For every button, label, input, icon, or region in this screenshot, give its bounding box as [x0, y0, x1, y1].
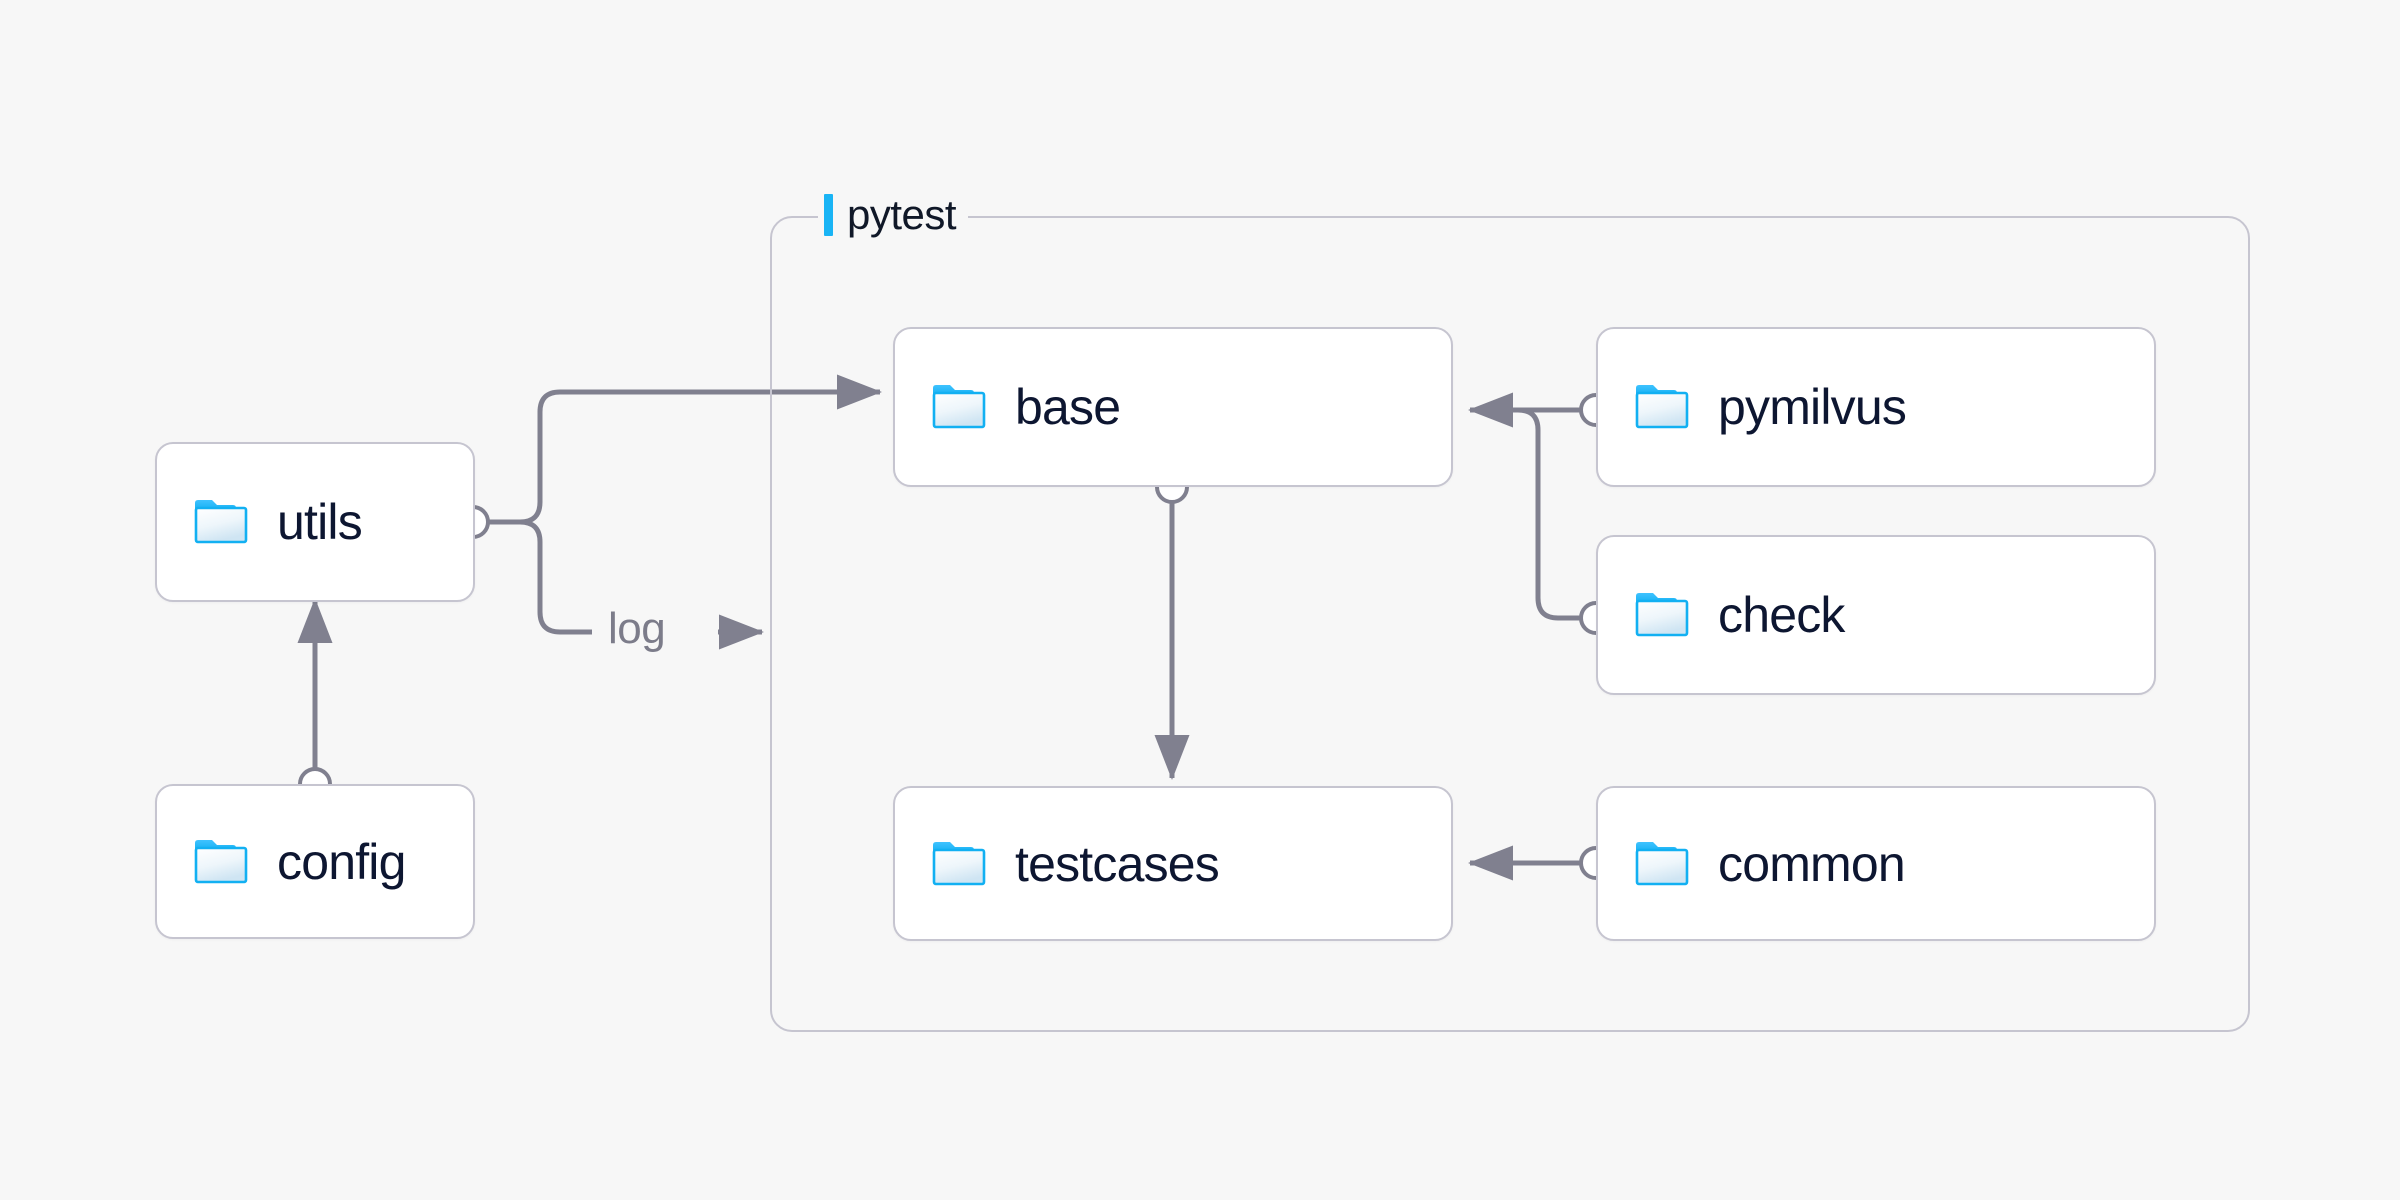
- edge-label-log: log: [600, 604, 674, 654]
- node-utils-label: utils: [277, 494, 363, 550]
- folder-icon: [932, 841, 986, 885]
- node-config-content: config: [157, 837, 406, 887]
- node-base-content: base: [895, 379, 1121, 435]
- node-common[interactable]: common: [1596, 786, 2156, 941]
- node-check-content: check: [1598, 590, 1845, 640]
- group-pytest[interactable]: [770, 216, 2250, 1032]
- node-testcases-content: testcases: [895, 835, 1220, 892]
- node-base-label: base: [1015, 379, 1121, 435]
- node-check[interactable]: check: [1596, 535, 2156, 695]
- group-pytest-label-wrap: pytest: [818, 191, 969, 238]
- node-config-label: config: [277, 833, 406, 890]
- folder-icon: [194, 839, 248, 883]
- node-config[interactable]: config: [155, 784, 475, 939]
- node-utils[interactable]: utils: [155, 442, 475, 602]
- node-pymilvus[interactable]: pymilvus: [1596, 327, 2156, 487]
- folder-icon: [194, 500, 248, 544]
- node-common-label: common: [1718, 835, 1906, 892]
- group-pytest-label: pytest: [847, 191, 957, 238]
- node-common-content: common: [1598, 835, 1906, 892]
- folder-icon: [1635, 593, 1689, 637]
- folder-icon: [932, 385, 986, 429]
- node-testcases-label: testcases: [1015, 835, 1220, 892]
- group-accent-bar: [824, 194, 833, 236]
- node-utils-content: utils: [157, 494, 363, 550]
- node-pymilvus-label: pymilvus: [1718, 379, 1907, 435]
- folder-icon: [1635, 385, 1689, 429]
- node-pymilvus-content: pymilvus: [1598, 379, 1907, 435]
- folder-icon: [1635, 841, 1689, 885]
- node-check-label: check: [1718, 587, 1845, 643]
- node-testcases[interactable]: testcases: [893, 786, 1453, 941]
- node-base[interactable]: base: [893, 327, 1453, 487]
